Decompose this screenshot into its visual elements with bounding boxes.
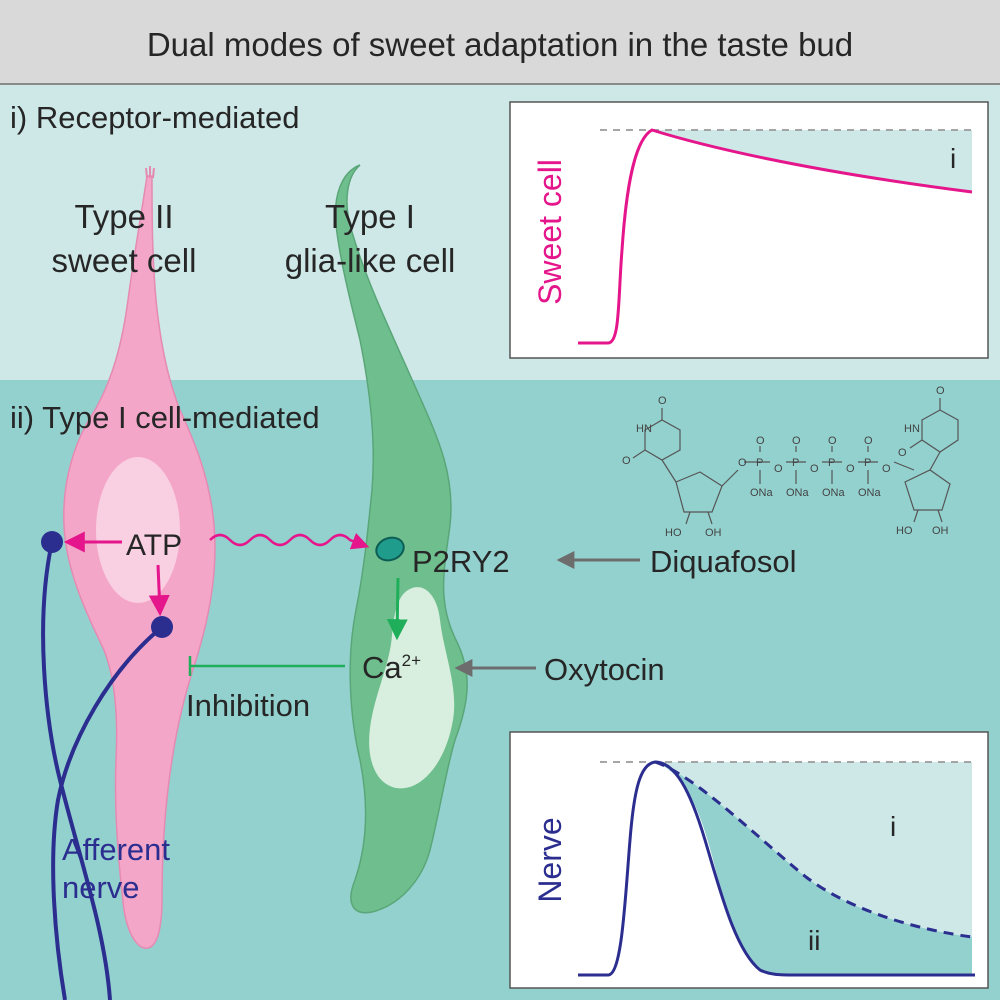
chem-o-9: O xyxy=(846,463,855,475)
chem-o-2: O xyxy=(622,455,631,467)
chem-ona-4: ONa xyxy=(858,487,882,499)
bond xyxy=(909,439,923,449)
inhibition-label: Inhibition xyxy=(186,688,310,723)
nerve-response-trace-ii xyxy=(578,760,975,977)
diquafosol-label: Diquafosol xyxy=(650,544,796,579)
chem-o-10: O xyxy=(864,435,873,447)
afferent-label-line1: Afferent xyxy=(62,832,170,867)
title-bar xyxy=(0,0,1000,84)
bond xyxy=(661,459,677,483)
nerve-terminal-1 xyxy=(41,531,63,553)
type1-label-line1: Type I xyxy=(325,198,415,235)
chem-o-1: O xyxy=(658,395,667,407)
page-title: Dual modes of sweet adaptation in the ta… xyxy=(147,26,853,63)
diquafosol-structure xyxy=(632,398,959,525)
ribose-ring-left xyxy=(675,471,723,513)
chem-o-11: O xyxy=(882,463,891,475)
chem-ho-2: HO xyxy=(896,525,913,537)
bond xyxy=(685,511,713,525)
chem-o-12: O xyxy=(936,385,945,397)
sweet-cell-microvilli xyxy=(145,166,155,179)
chem-hn-2: HN xyxy=(904,423,920,435)
chem-p-4: P xyxy=(864,457,871,469)
section-label-receptor: i) Receptor-mediated xyxy=(10,100,299,135)
atp-wavy-arrow xyxy=(209,532,370,550)
bond xyxy=(929,451,941,471)
ca-label: Ca2+ xyxy=(362,650,421,685)
chem-o-3: O xyxy=(738,457,747,469)
type1-label-line2: glia-like cell xyxy=(285,242,456,279)
atp-label: ATP xyxy=(126,529,182,562)
chem-o-7: O xyxy=(810,463,819,475)
sweet-response-plot: i Sweet cell xyxy=(509,101,989,359)
nerve-plot-region-i-area xyxy=(655,762,972,937)
chem-p-1: P xyxy=(756,457,763,469)
chem-ona-3: ONa xyxy=(822,487,846,499)
bond xyxy=(913,509,943,523)
chem-hn-1: HN xyxy=(636,423,652,435)
ribose-ring-right xyxy=(904,469,951,511)
chem-o-8: O xyxy=(828,435,837,447)
sweet-cell-response-trace xyxy=(578,128,973,345)
phosphate-chain xyxy=(744,461,915,471)
sweet-plot-adaptation-area xyxy=(652,130,972,192)
sweet-plot-ylabel: Sweet cell xyxy=(532,159,568,305)
nerve-plot-ylabel: Nerve xyxy=(532,817,568,902)
chem-ona-1: ONa xyxy=(750,487,774,499)
chem-o-13: O xyxy=(898,447,907,459)
nerve-response-plot: i ii Nerve xyxy=(509,731,989,989)
nerve-plot-region-i: i xyxy=(890,811,896,842)
chem-ona-2: ONa xyxy=(786,487,810,499)
chem-p-3: P xyxy=(828,457,835,469)
type2-label-line1: Type II xyxy=(74,198,173,235)
atp-down-arrow xyxy=(148,564,170,617)
glia-vacuole xyxy=(369,587,455,789)
bond xyxy=(632,449,646,459)
sweet-plot-region-i: i xyxy=(950,143,956,174)
nerve-response-trace-i xyxy=(654,760,973,939)
chem-ho-1: HO xyxy=(665,527,682,539)
afferent-nerve-fiber-2 xyxy=(51,625,164,1000)
section-label-type1: ii) Type I cell-mediated xyxy=(10,400,320,435)
chem-o-6: O xyxy=(792,435,801,447)
type2-label-line2: sweet cell xyxy=(52,242,197,279)
p2ry2-receptor xyxy=(375,536,405,562)
bond xyxy=(721,469,739,487)
afferent-nerve-fiber-1 xyxy=(41,541,112,1000)
nerve-plot-region-ii: ii xyxy=(808,925,820,956)
chem-o-5: O xyxy=(774,463,783,475)
p2ry2-to-ca-arrow xyxy=(386,577,408,641)
p2ry2-label: P2RY2 xyxy=(412,544,510,579)
chem-p-2: P xyxy=(792,457,799,469)
nerve-plot-region-ii-area xyxy=(655,762,972,975)
afferent-label-line2: nerve xyxy=(62,870,140,905)
chem-oh-2: OH xyxy=(932,525,949,537)
chem-o-4: O xyxy=(756,435,765,447)
oxytocin-label: Oxytocin xyxy=(544,652,665,687)
nerve-terminal-2 xyxy=(151,616,173,638)
chem-oh-1: OH xyxy=(705,527,722,539)
phosphate-oxo xyxy=(759,446,869,452)
phosphate-ona xyxy=(759,470,869,484)
